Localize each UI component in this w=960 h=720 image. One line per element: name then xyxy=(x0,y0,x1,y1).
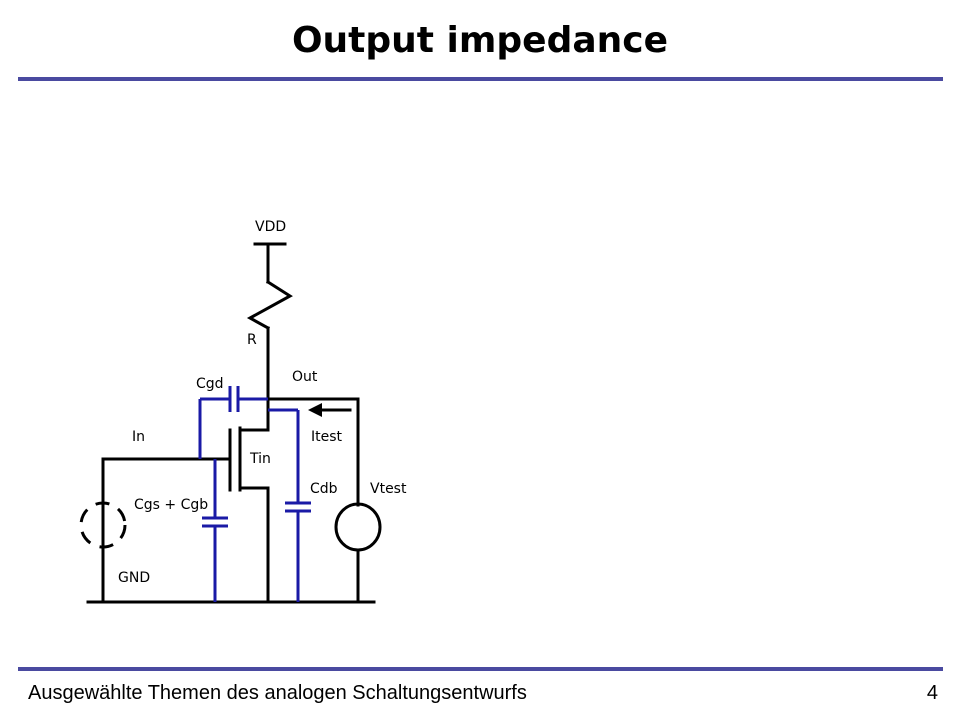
itest-arrow-head xyxy=(308,403,322,417)
input-source-dashed xyxy=(79,501,127,549)
title-divider xyxy=(18,77,943,81)
label-r: R xyxy=(247,332,257,348)
label-gnd: GND xyxy=(118,570,150,586)
label-cgs-cgb: Cgs + Cgb xyxy=(134,497,208,513)
label-cdb: Cdb xyxy=(310,481,338,497)
footer-divider xyxy=(18,667,943,671)
label-vtest: Vtest xyxy=(370,481,407,497)
vtest-source xyxy=(334,502,382,552)
resistor-r xyxy=(246,279,293,331)
page-number: 4 xyxy=(926,682,938,704)
label-vdd: VDD xyxy=(255,219,286,235)
footer-course-title: Ausgewählte Themen des analogen Schaltun… xyxy=(28,682,527,704)
label-in: In xyxy=(132,429,145,445)
label-out: Out xyxy=(292,369,318,385)
label-tin: Tin xyxy=(249,451,271,467)
label-cgd: Cgd xyxy=(196,376,224,392)
label-itest: Itest xyxy=(311,429,343,445)
slide-title: Output impedance xyxy=(291,20,669,61)
